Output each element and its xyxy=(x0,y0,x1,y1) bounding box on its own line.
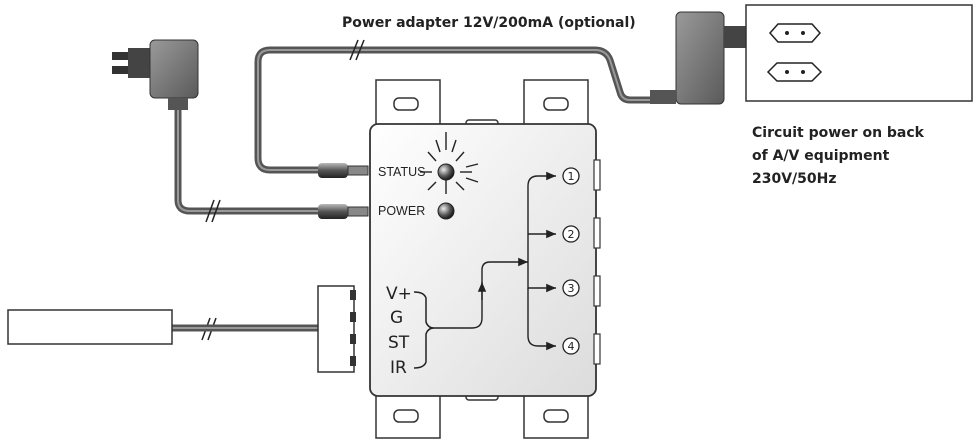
status-led xyxy=(437,163,455,181)
wall-outlet-panel xyxy=(745,4,973,102)
status-jack-plug xyxy=(318,163,369,178)
circuit-label-line2: of A/V equipment xyxy=(752,148,890,164)
status-label: STATUS xyxy=(378,165,425,179)
left-power-adapter xyxy=(112,39,199,110)
circuit-label-line3: 230V/50Hz xyxy=(752,171,837,187)
right-power-adapter xyxy=(650,11,760,105)
mounting-ears xyxy=(375,79,589,439)
svg-text:1: 1 xyxy=(568,170,575,183)
svg-text:2: 2 xyxy=(568,228,575,241)
socket-top xyxy=(768,23,822,43)
output-1: 1 xyxy=(562,167,580,185)
pin-label-vplus: V+ xyxy=(386,284,412,304)
signal-routing xyxy=(434,171,556,351)
output-2: 2 xyxy=(562,225,580,243)
power-led xyxy=(437,202,455,220)
pin-label-g: G xyxy=(390,308,403,328)
svg-text:4: 4 xyxy=(568,340,575,353)
adapter-label: Power adapter 12V/200mA (optional) xyxy=(342,15,636,31)
socket-bottom xyxy=(766,62,823,82)
adapter-cable-left xyxy=(174,95,318,215)
circuit-label-line1: Circuit power on back xyxy=(752,125,925,141)
output-3: 3 xyxy=(562,279,580,297)
output-ports xyxy=(593,159,601,365)
power-label: POWER xyxy=(378,204,425,218)
terminal-connector xyxy=(317,285,356,373)
main-unit-box xyxy=(369,123,597,397)
svg-text:3: 3 xyxy=(568,282,575,295)
status-led-rays xyxy=(420,132,479,194)
pin-label-st: ST xyxy=(388,333,410,353)
power-jack-plug xyxy=(318,204,369,219)
ir-sensor-unit xyxy=(7,309,173,345)
output-4: 4 xyxy=(562,337,580,355)
pin-label-ir: IR xyxy=(390,358,407,378)
